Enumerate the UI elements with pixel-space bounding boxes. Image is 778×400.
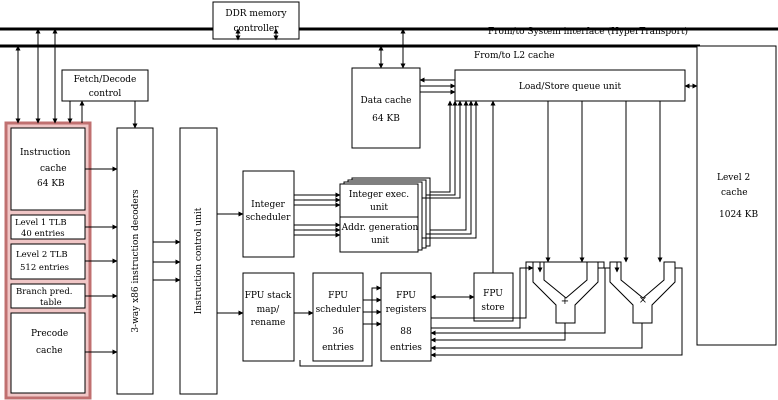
svg-text:512 entries: 512 entries — [20, 263, 69, 273]
svg-text:rename: rename — [251, 318, 286, 328]
svg-text:Integer: Integer — [251, 200, 285, 210]
svg-text:controller: controller — [234, 24, 280, 34]
instruction-control-unit: Instruction control unit — [179, 127, 218, 395]
svg-text:store: store — [481, 303, 504, 313]
svg-text:control: control — [89, 89, 122, 99]
svg-text:scheduler: scheduler — [316, 305, 362, 315]
fpu-registers: FPU registers 88 entries — [380, 272, 432, 362]
svg-text:map/: map/ — [257, 305, 281, 315]
branch-prediction-table: Branch pred. table — [10, 283, 86, 309]
svg-text:3-way x86 instruction decoders: 3-way x86 instruction decoders — [131, 189, 141, 333]
svg-text:FPU: FPU — [396, 291, 416, 301]
svg-text:FPU stack: FPU stack — [245, 291, 292, 301]
svg-text:FPU: FPU — [483, 289, 503, 299]
connectors — [15, 28, 698, 367]
svg-text:unit: unit — [371, 236, 389, 246]
fpu-stack-map-rename: FPU stack map/ rename — [242, 272, 295, 362]
svg-text:1024 KB: 1024 KB — [719, 210, 758, 220]
svg-text:64 KB: 64 KB — [37, 179, 65, 189]
svg-text:registers: registers — [386, 305, 427, 315]
svg-text:Precode: Precode — [31, 329, 68, 339]
fp-adder-unit: + — [532, 261, 599, 324]
l2-bus-label: From/to L2 cache — [474, 51, 555, 61]
level1-tlb: Level 1 TLB 40 entries — [10, 214, 86, 240]
fpu-scheduler: FPU scheduler 36 entries — [312, 272, 364, 362]
svg-text:88: 88 — [400, 327, 412, 337]
ddr-memory-controller: DDR memory controller — [212, 1, 300, 40]
svg-text:cache: cache — [40, 164, 67, 174]
system-bus-label: From/to System interface (HyperTransport… — [488, 26, 688, 37]
svg-text:Branch pred.: Branch pred. — [16, 287, 72, 297]
fp-multiplier-unit: × — [609, 261, 676, 324]
data-cache: Data cache 64 KB — [351, 67, 421, 149]
svg-text:table: table — [40, 298, 62, 308]
svg-text:Level 2 TLB: Level 2 TLB — [16, 250, 68, 260]
svg-text:Load/Store queue unit: Load/Store queue unit — [519, 82, 622, 92]
svg-text:Level 2: Level 2 — [717, 173, 750, 183]
svg-text:Instruction control unit: Instruction control unit — [194, 207, 204, 314]
svg-text:Fetch/Decode: Fetch/Decode — [74, 75, 137, 85]
svg-text:Level 1 TLB: Level 1 TLB — [15, 218, 67, 228]
instruction-cache: Instruction cache 64 KB — [10, 127, 86, 211]
svg-text:cache: cache — [721, 188, 748, 198]
svg-text:DDR memory: DDR memory — [225, 9, 287, 19]
svg-text:Data cache: Data cache — [361, 96, 412, 106]
svg-text:unit: unit — [370, 203, 388, 213]
svg-text:40 entries: 40 entries — [21, 229, 65, 239]
fetch-decode-control: Fetch/Decode control — [61, 69, 149, 102]
svg-text:Instruction: Instruction — [20, 148, 71, 158]
level2-tlb: Level 2 TLB 512 entries — [10, 243, 86, 280]
fpu-store: FPU store — [473, 272, 514, 322]
integer-scheduler: Integer scheduler — [242, 170, 295, 258]
integer-exec-unit: Integer exec. — [349, 190, 409, 200]
precode-cache: Precode cache — [10, 312, 86, 394]
svg-text:cache: cache — [36, 346, 63, 356]
svg-text:36: 36 — [332, 327, 344, 337]
svg-text:entries: entries — [322, 343, 354, 353]
integer-exec-stack: Integer exec. unit Addr. generation unit — [339, 177, 431, 253]
instruction-decoders: 3-way x86 instruction decoders — [116, 127, 154, 395]
svg-text:entries: entries — [390, 343, 422, 353]
adder-symbol: + — [561, 296, 569, 307]
svg-text:FPU: FPU — [328, 291, 348, 301]
level2-cache: Level 2 cache 1024 KB — [696, 45, 777, 346]
svg-text:64 KB: 64 KB — [372, 114, 400, 124]
address-generation-unit: Addr. generation — [341, 223, 419, 233]
svg-text:scheduler: scheduler — [246, 213, 292, 223]
multiplier-symbol: × — [639, 295, 647, 306]
load-store-queue-unit: Load/Store queue unit — [454, 69, 686, 102]
